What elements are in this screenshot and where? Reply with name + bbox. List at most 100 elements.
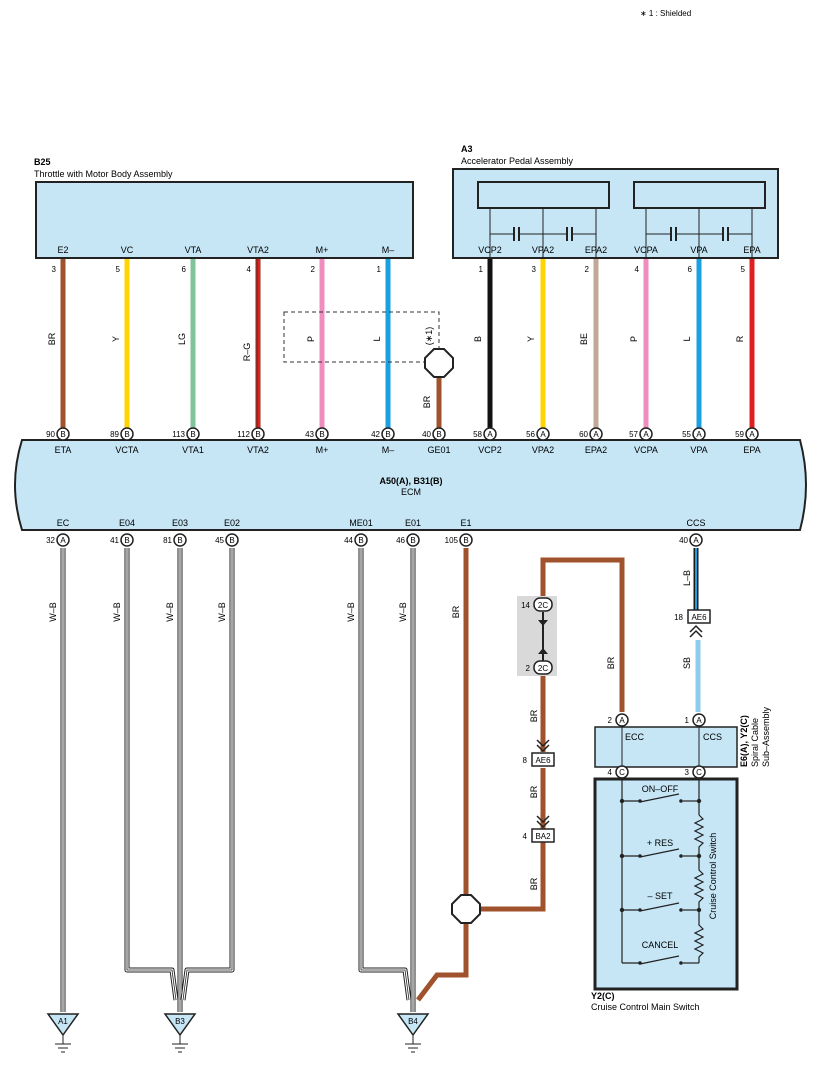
a3-pin-label-1: VPA2 (532, 245, 554, 255)
b25-pin-label-1: VC (121, 245, 134, 255)
spiral-pin-ccs-circle (692, 713, 706, 727)
a3-pin-label-4: VPA (690, 245, 707, 255)
a3-pin-num-3: 4 (635, 265, 640, 274)
spiral-out-left-num: 4 (608, 768, 613, 777)
ecm-top-pin-5-circle (381, 427, 395, 441)
ba2-chevron (536, 815, 550, 829)
b25-pin-label-4: M+ (316, 245, 329, 255)
ecm-bottom-label-4: ME01 (349, 518, 373, 528)
ecm-top-label-3: VTA2 (247, 445, 269, 455)
b25-wire-code-4: P (306, 336, 316, 342)
cruise-switch-dots (619, 798, 702, 965)
ground-wire-code-5: W–B (398, 602, 408, 622)
ecm-top-pin-11-circle (692, 427, 706, 441)
junction-2c-top-num: 14 (521, 601, 530, 610)
a3-wire-code-4: L (682, 336, 692, 341)
ecm-top-pin-6-letter: B (436, 430, 441, 439)
ecm-bottom-pin-0-circle (56, 533, 70, 547)
ground-triangle-0 (46, 1013, 80, 1037)
ecm-top-label-10: VCPA (634, 445, 658, 455)
e1-splice-octagon (451, 894, 481, 924)
ecm-top-pin-9-circle (589, 427, 603, 441)
junction-2c-top-pin (533, 597, 553, 612)
b25-pin-num-1: 5 (116, 265, 121, 274)
ecm-bottom-num-3: 45 (215, 536, 224, 545)
junction-2c-arrow-bottom (538, 648, 548, 654)
ecm-top-num-2: 113 (172, 430, 185, 439)
ecm-top-pin-12-letter: A (749, 430, 755, 439)
ground-label-1: B3 (175, 1017, 185, 1026)
ecm-top-label-8: VPA2 (532, 445, 554, 455)
ground-label-0: A1 (58, 1017, 68, 1026)
ecm-top-pin-8-letter: A (540, 430, 546, 439)
ecm-bottom-label-5: E01 (405, 518, 421, 528)
b25-pin-num-0: 3 (52, 265, 57, 274)
ecm-bottom-label-1: E04 (119, 518, 135, 528)
b25-pin-num-5: 1 (377, 265, 382, 274)
ba2-num: 4 (523, 832, 528, 841)
junction-2c-bottom-pin (533, 660, 553, 675)
ecm-top-label-4: M+ (316, 445, 329, 455)
ecm-top-num-7: 58 (473, 430, 482, 439)
spiral-title: E6(A), Y2(C) (739, 715, 749, 767)
ecm-top-label-12: EPA (743, 445, 760, 455)
ecm-bottom-pin-7-circle (689, 533, 703, 547)
ecm-top-label-5: M– (382, 445, 395, 455)
cruise-code: Y2(C) (591, 991, 615, 1001)
switch-label-set: – SET (647, 891, 673, 901)
b25-wire-code-1: Y (111, 336, 121, 342)
ecm-top-pin-4-circle (315, 427, 329, 441)
junction-2c-bottom-label: 2C (538, 664, 548, 673)
ecm-bottom-pin-2-circle (173, 533, 187, 547)
switch-label-on-off: ON–OFF (642, 784, 679, 794)
ecm-bottom-label-3: E02 (224, 518, 240, 528)
ecm-top-pin-3-circle (251, 427, 265, 441)
ground-wire-code-3: W–B (217, 602, 227, 622)
junction-2c-top-label: 2C (538, 601, 548, 610)
ecm-top-label-6: GE01 (427, 445, 450, 455)
b25-pin-num-2: 6 (182, 265, 187, 274)
ground-wire-code-1: W–B (112, 602, 122, 622)
spiral-pin-ecc-letter: A (619, 716, 625, 725)
e1-wire-code-1: BR (451, 605, 461, 618)
b25-pin-label-3: VTA2 (247, 245, 269, 255)
a3-sensor-circuits (489, 208, 753, 241)
cruise-switch-box (593, 777, 739, 991)
ae6-lower-box (531, 752, 555, 767)
b25-component-box (35, 181, 414, 259)
b25-name: Throttle with Motor Body Assembly (34, 169, 173, 179)
e1-wire-code-3: BR (529, 709, 539, 722)
ecm-top-pin-8-circle (536, 427, 550, 441)
shield-label: (∗1) (424, 327, 434, 346)
e1-wire-code-4: BR (529, 785, 539, 798)
ecm-top-pin-5-letter: B (385, 430, 390, 439)
ecm-title: A50(A), B31(B) (379, 476, 442, 486)
ground-triangle-1 (163, 1013, 197, 1037)
spiral-pin-ccs-label: CCS (703, 732, 722, 742)
ecm-bottom-pin-6-letter: B (463, 536, 468, 545)
b25-wire-code-5: L (372, 336, 382, 341)
ae6-upper-box (687, 609, 711, 624)
ecm-top-num-3: 112 (237, 430, 250, 439)
ground-wire-code-2: W–B (165, 602, 175, 622)
ecm-top-label-11: VPA (690, 445, 707, 455)
ecm-bottom-label-7: CCS (686, 518, 705, 528)
ecm-top-pin-3-letter: B (255, 430, 260, 439)
junction-2c-arrow-top (538, 620, 548, 626)
ecm-bottom-num-5: 46 (396, 536, 405, 545)
spiral-pin-ccs-letter: A (696, 716, 702, 725)
cruise-name: Cruise Control Main Switch (591, 1002, 700, 1012)
b25-wire-code-0: BR (47, 332, 57, 345)
ecm-top-num-9: 60 (579, 430, 588, 439)
ecm-top-pin-2-letter: B (190, 430, 195, 439)
a3-pin-num-5: 5 (741, 265, 746, 274)
ecm-bottom-pin-2-letter: B (177, 536, 182, 545)
spiral-out-right-letter: C (696, 768, 702, 777)
a3-wire-code-5: R (735, 335, 745, 342)
ecm-top-pin-12-circle (745, 427, 759, 441)
